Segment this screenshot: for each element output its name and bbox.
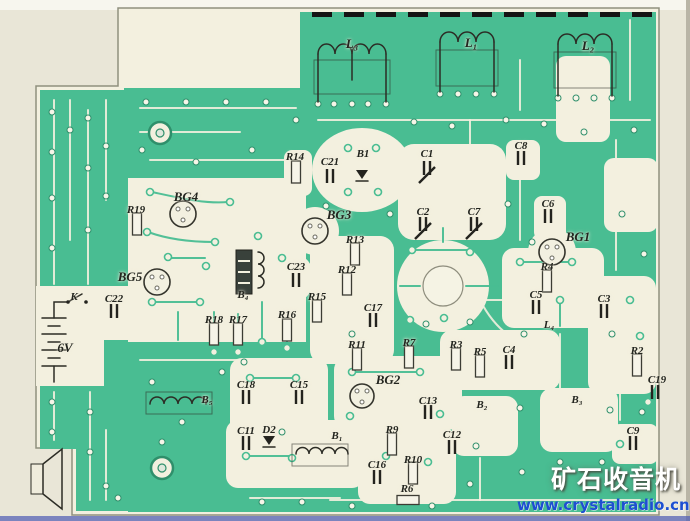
watermark-brand: 矿石收音机 <box>551 465 682 494</box>
speaker-symbol <box>30 447 63 511</box>
pad-rings <box>142 143 653 467</box>
transformer-b1 <box>291 443 349 467</box>
coil-l1 <box>435 31 499 93</box>
transformer-b4 <box>235 249 265 295</box>
diodes <box>262 170 369 448</box>
transistors <box>143 200 566 409</box>
watermark-site-url: www.crystalradio.cn <box>517 496 690 514</box>
transformer-b5 <box>145 391 213 415</box>
trace-gaps <box>53 19 651 501</box>
resistors <box>131 160 643 506</box>
solder-pads <box>48 90 648 510</box>
capacitors <box>109 151 660 484</box>
top-dashed-bar <box>312 12 652 17</box>
coil-l2 <box>553 33 617 97</box>
switch-k <box>66 293 88 304</box>
coil-l3 <box>313 43 391 103</box>
scan-edge-strip <box>0 516 690 521</box>
center-hole <box>422 265 464 307</box>
battery-symbol <box>41 301 67 383</box>
